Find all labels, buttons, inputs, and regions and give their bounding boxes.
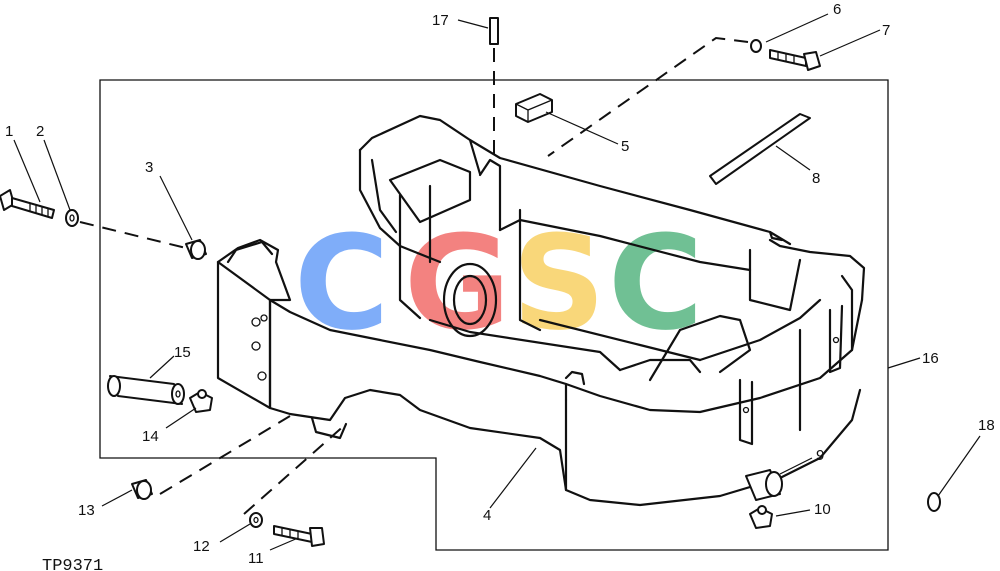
part-1-cap-screw	[0, 189, 55, 219]
part-15-pin	[107, 375, 185, 405]
callout-8: 8	[812, 170, 820, 187]
figure-id: TP9371	[42, 557, 103, 571]
leader-lines	[13, 13, 981, 551]
callout-16: 16	[922, 350, 939, 367]
part-17-dowel	[489, 17, 499, 45]
callout-9: 9	[816, 447, 824, 464]
callout-18: 18	[978, 417, 995, 434]
part-12-washer	[249, 512, 263, 528]
callout-7: 7	[882, 22, 890, 39]
callout-14: 14	[142, 428, 159, 445]
callout-3: 3	[145, 159, 153, 176]
part-3-bushing	[185, 239, 207, 260]
callout-11: 11	[248, 550, 264, 567]
assembly-boundary	[99, 79, 889, 551]
part-8-strip	[709, 113, 811, 185]
part-10-grease-fitting	[749, 505, 773, 529]
part-7-cap-screw	[769, 49, 821, 71]
watermark-letter-1: C	[294, 207, 389, 359]
part-2-washer	[65, 209, 79, 227]
part-5-block	[515, 93, 553, 123]
part-11-cap-screw	[273, 525, 325, 547]
callout-2: 2	[36, 123, 44, 140]
watermark: C G S C	[294, 207, 703, 359]
watermark-letter-3: S	[512, 207, 606, 359]
callout-15: 15	[174, 344, 191, 361]
part-13-bushing	[131, 479, 153, 500]
part-14-grease-fitting	[189, 389, 213, 413]
callout-12: 12	[193, 538, 210, 555]
callout-10: 10	[814, 501, 831, 518]
callout-13: 13	[78, 502, 95, 519]
callout-1: 1	[5, 123, 13, 140]
main-frame	[216, 114, 866, 507]
assembly-lines	[79, 36, 749, 515]
callout-17: 17	[432, 12, 449, 29]
callout-5: 5	[621, 138, 629, 155]
watermark-letter-4: C	[608, 207, 703, 359]
callouts: 1 2 3 4 5 6 7 8 9 10 11 12 13 14 15 16 1…	[5, 1, 995, 567]
part-6-washer	[750, 39, 762, 53]
part-18-washer	[927, 492, 941, 512]
callout-6: 6	[833, 1, 841, 18]
callout-4: 4	[483, 507, 491, 524]
part-9-bushing	[745, 469, 783, 501]
